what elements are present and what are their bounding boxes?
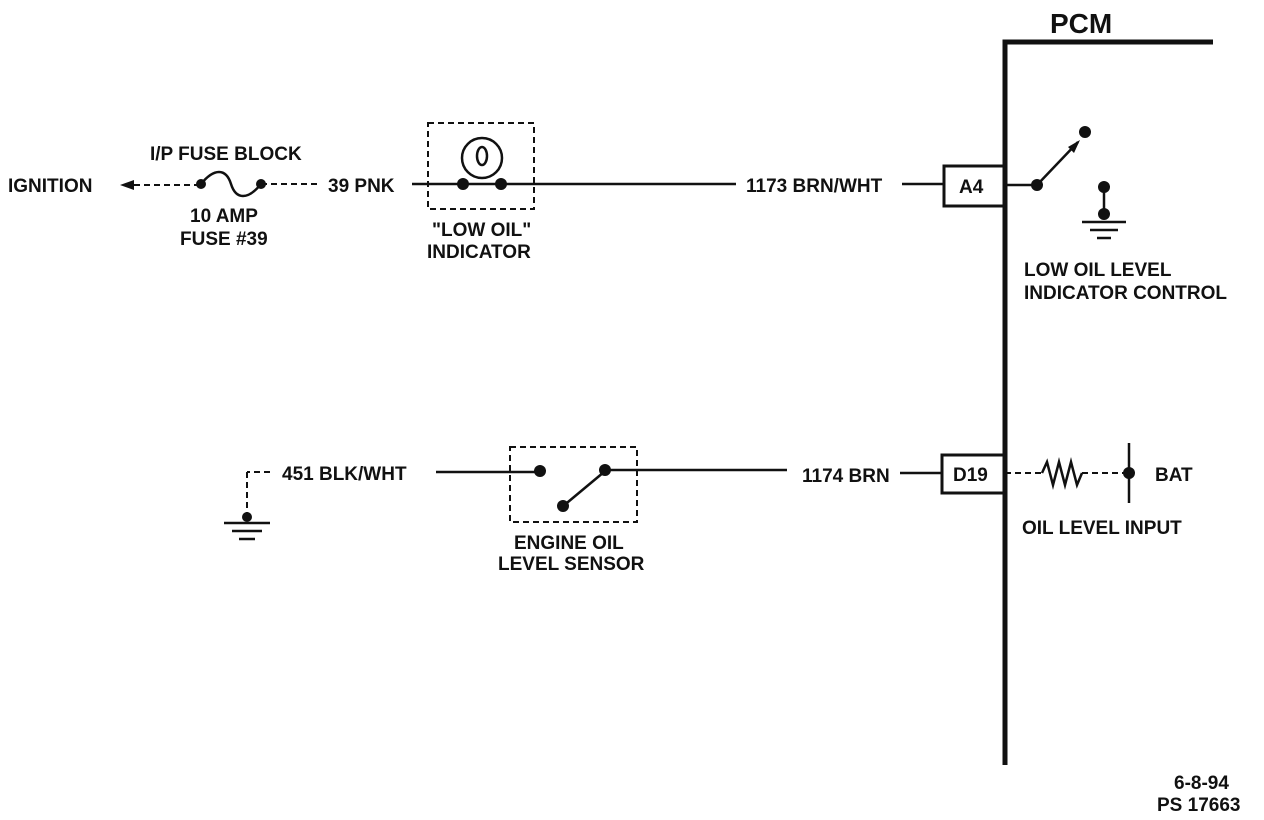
pcm-title: PCM [1050,8,1112,39]
control-ground-node [1098,208,1110,220]
indicator-label-line1: "LOW OIL" [432,220,531,241]
wire-39-label: 39 PNK [328,176,395,197]
sensor-label-line2: LEVEL SENSOR [498,554,645,575]
sensor-circuit: 451 BLK/WHT ENGINE OIL LEVEL SENSOR 1174… [224,443,1193,575]
fuse-icon [200,170,262,198]
control-switch-arrow-icon [1068,140,1080,153]
ground-icon [224,471,270,541]
ignition-arrow-icon [120,180,134,190]
sensor-label-line1: ENGINE OIL [514,533,624,554]
connector-d19-label: D19 [953,465,988,486]
oil-level-input-label: OIL LEVEL INPUT [1022,518,1182,539]
lamp-terminal-right [495,178,507,190]
ignition-label: IGNITION [8,176,92,197]
control-switch-contact [1079,126,1091,138]
sensor-switch-pivot [557,500,569,512]
fuse-rating: 10 AMP [190,206,258,227]
sensor-terminal-left [534,465,546,477]
bat-label: BAT [1155,465,1193,486]
ground-icon [1082,220,1126,240]
control-label-line2: INDICATOR CONTROL [1024,283,1227,304]
connector-d19 [940,453,1006,495]
sensor-housing [509,446,638,523]
pcm-module: PCM [1002,8,1213,765]
indicator-label-line2: INDICATOR [427,242,531,263]
footer-date: 6-8-94 [1174,773,1229,794]
connector-a4 [942,164,1006,208]
lamp-bulb-icon [460,136,504,180]
sensor-switch-arm [561,471,605,508]
connector-a4-label: A4 [959,177,984,198]
indicator-housing [427,122,535,210]
fuse-block-label: I/P FUSE BLOCK [150,144,302,165]
wire-451-label: 451 BLK/WHT [282,464,407,485]
wire-1173-label: 1173 BRN/WHT [746,176,883,197]
fuse-name: FUSE #39 [180,229,268,250]
pcm-boundary [1002,39,1213,765]
control-label-line1: LOW OIL LEVEL [1024,260,1172,281]
footer-code: PS 17663 [1157,795,1240,816]
resistor-icon [1040,457,1084,490]
lamp-filament [475,145,489,167]
wire-1174-label: 1174 BRN [802,466,890,487]
indicator-circuit: IGNITION I/P FUSE BLOCK 10 AMP FUSE #39 … [8,122,1227,304]
lamp-terminal-left [457,178,469,190]
